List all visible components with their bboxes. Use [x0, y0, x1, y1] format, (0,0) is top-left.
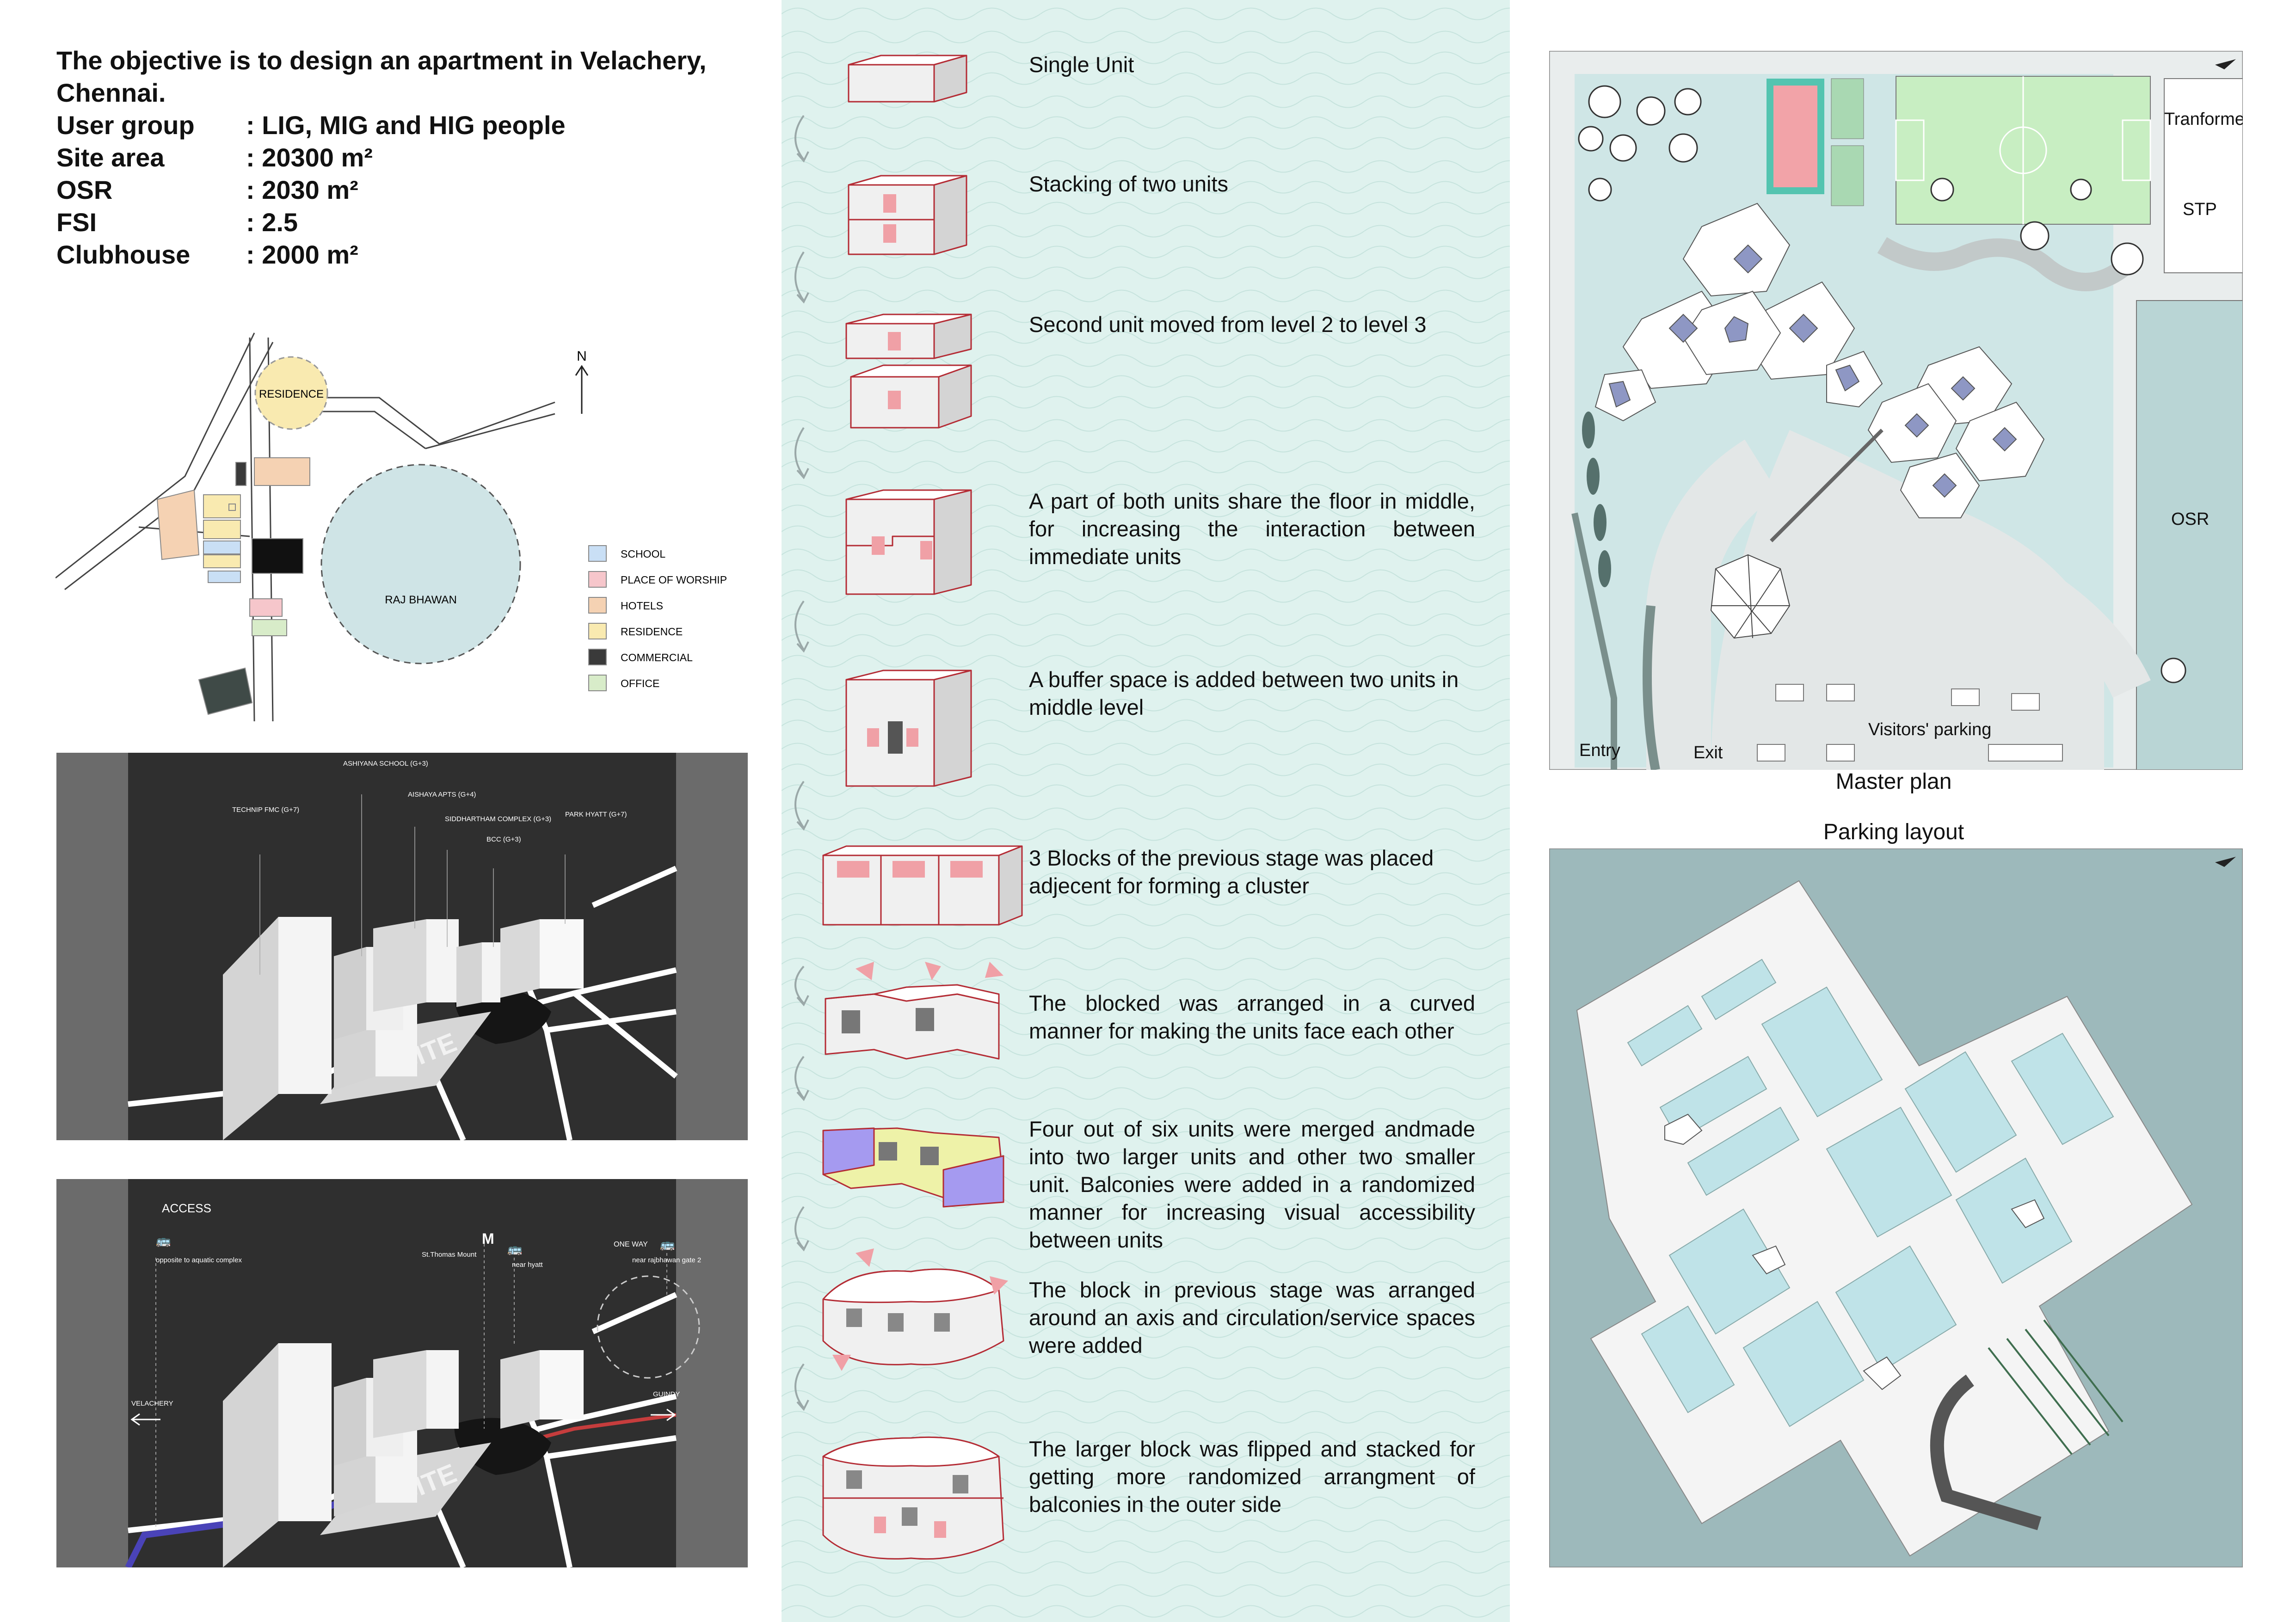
step-1-diagram	[848, 55, 967, 103]
step-8-diagram	[822, 1127, 1004, 1208]
parking-caption: Parking layout	[1823, 820, 1964, 844]
step-7-diagram	[825, 962, 1003, 1060]
skyline-label-bcc: BCC (G+3)	[486, 836, 521, 843]
master-plan: Tranformer STP OSR Visitors' parking Ent…	[1549, 51, 2243, 770]
access-panel: SITE ACCESS M St.Thomas Mount 🚌 opposite…	[56, 1179, 748, 1567]
step-10-diagram	[822, 1436, 1004, 1560]
context-map: RESIDENCE RAJ BHAWAN N SCHOOL PLACE OF W…	[55, 332, 727, 721]
bus-stop-label-hyatt: near hyatt	[512, 1261, 543, 1269]
north-arrow-icon	[2215, 857, 2236, 867]
bus-stop-label-rajbhawan: near rajbhawan gate 2	[632, 1256, 701, 1264]
step-6-text: 3 Blocks of the previous stage was place…	[1029, 846, 1434, 898]
osr-label: OSR	[2171, 510, 2209, 529]
master-plan-caption: Master plan	[1835, 769, 1952, 794]
map-legend: SCHOOL PLACE OF WORSHIP HOTELS RESIDENCE…	[588, 545, 727, 691]
step-9-diagram	[822, 1248, 1008, 1371]
step-6-diagram	[822, 845, 1023, 926]
access-title: ACCESS	[162, 1201, 211, 1215]
visitors-parking-label: Visitors' parking	[1868, 720, 1991, 739]
legend-swatch-hotels	[588, 597, 607, 614]
step-2-diagram	[848, 175, 967, 255]
skyline-panel: SITE TECHNIP FMC (G+7) ASHIYANA SCHOOL (…	[56, 753, 748, 1140]
apartment-cluster-2	[1826, 346, 2045, 518]
legend-label-hotels: HOTELS	[621, 600, 663, 612]
map-residence-label: RESIDENCE	[259, 388, 324, 400]
brief-row-site-area: Site area: 20300 m²	[56, 143, 373, 172]
step-4-text: A part of both units share the floor in …	[1029, 489, 1475, 569]
step-2-text: Stacking of two units	[1029, 172, 1229, 196]
bus-stop-icon: 🚌	[660, 1237, 675, 1251]
step-1-text: Single Unit	[1029, 52, 1134, 77]
legend-swatch-office	[588, 675, 607, 691]
step-3-text: Second unit moved from level 2 to level …	[1029, 312, 1427, 337]
map-north-label: N	[577, 349, 587, 364]
direction-velachery-label: VELACHERY	[131, 1400, 173, 1407]
legend-label-commercial: COMMERCIAL	[621, 651, 693, 664]
step-9-text: The block in previous stage was arranged…	[1029, 1278, 1475, 1358]
step-5-text: A buffer space is added between two unit…	[1029, 667, 1459, 719]
trees	[1578, 85, 2186, 683]
bus-stop-label-aquatic: opposite to aquatic complex	[156, 1256, 242, 1264]
skyline-label-ashiyana: ASHIYANA SCHOOL (G+3)	[343, 760, 428, 768]
parking-layout	[1549, 848, 2243, 1567]
legend-label-office: OFFICE	[621, 677, 659, 689]
evolution-column	[782, 0, 1510, 1622]
step-10-text: The larger block was flipped and stacked…	[1029, 1437, 1475, 1517]
step-8-text: Four out of six units were merged andmad…	[1029, 1117, 1475, 1252]
clubhouse-dome	[1710, 429, 1884, 639]
north-arrow-icon	[2215, 59, 2236, 69]
parking-deck	[1576, 880, 2193, 1557]
legend-label-residence: RESIDENCE	[621, 626, 683, 638]
brief-row-clubhouse: Clubhouse: 2000 m²	[56, 240, 358, 269]
legend-swatch-school	[588, 545, 607, 562]
exit-label: Exit	[1693, 743, 1723, 762]
brief-row-fsi: FSI: 2.5	[56, 208, 298, 237]
legend-swatch-residence	[588, 623, 607, 639]
skyline-label-technip: TECHNIP FMC (G+7)	[232, 806, 299, 814]
map-raj-bhawan-label: RAJ BHAWAN	[385, 594, 457, 606]
access-buildings	[223, 1343, 584, 1567]
skyline-label-aishaya: AISHAYA APTS (G+4)	[408, 791, 476, 799]
north-arrow-icon	[575, 365, 589, 414]
skyline-label-siddhartham: SIDDHARTHAM COMPLEX (G+3)	[445, 815, 551, 823]
metro-station-label: St.Thomas Mount	[422, 1251, 477, 1259]
step-7-text: The blocked was arranged in a curved man…	[1029, 991, 1475, 1043]
step-3-diagram	[845, 313, 972, 429]
legend-swatch-worship	[588, 571, 607, 588]
legend-swatch-commercial	[588, 649, 607, 665]
legend-label-worship: PLACE OF WORSHIP	[621, 574, 727, 586]
brief-objective: The objective is to design an apartment …	[56, 46, 707, 107]
entry-label: Entry	[1579, 741, 1620, 760]
transformer-label: Tranformer	[2164, 110, 2243, 129]
arrow-left-icon	[130, 1413, 160, 1426]
arrow-right-icon	[651, 1408, 676, 1421]
evolution-diagrams	[782, 0, 1510, 1622]
stp-label: STP	[2183, 200, 2217, 219]
metro-icon: M	[482, 1230, 494, 1247]
step-4-diagram	[845, 489, 972, 595]
brief-row-user-group: User group: LIG, MIG and HIG people	[56, 111, 566, 140]
legend-label-school: SCHOOL	[621, 548, 665, 560]
one-way-label: ONE WAY	[614, 1241, 648, 1248]
apartment-cluster-1	[1594, 203, 1855, 422]
direction-guindy-label: GUINDY	[653, 1390, 680, 1398]
step-5-diagram	[845, 670, 972, 787]
step-arrows	[794, 115, 809, 1411]
bus-stop-icon: 🚌	[507, 1242, 522, 1256]
skyline-buildings	[223, 917, 584, 1140]
bus-stop-icon: 🚌	[156, 1234, 171, 1247]
project-brief: The objective is to design an apartment …	[56, 44, 778, 271]
brief-row-osr: OSR: 2030 m²	[56, 175, 358, 204]
skyline-label-park-hyatt: PARK HYATT (G+7)	[565, 811, 627, 818]
